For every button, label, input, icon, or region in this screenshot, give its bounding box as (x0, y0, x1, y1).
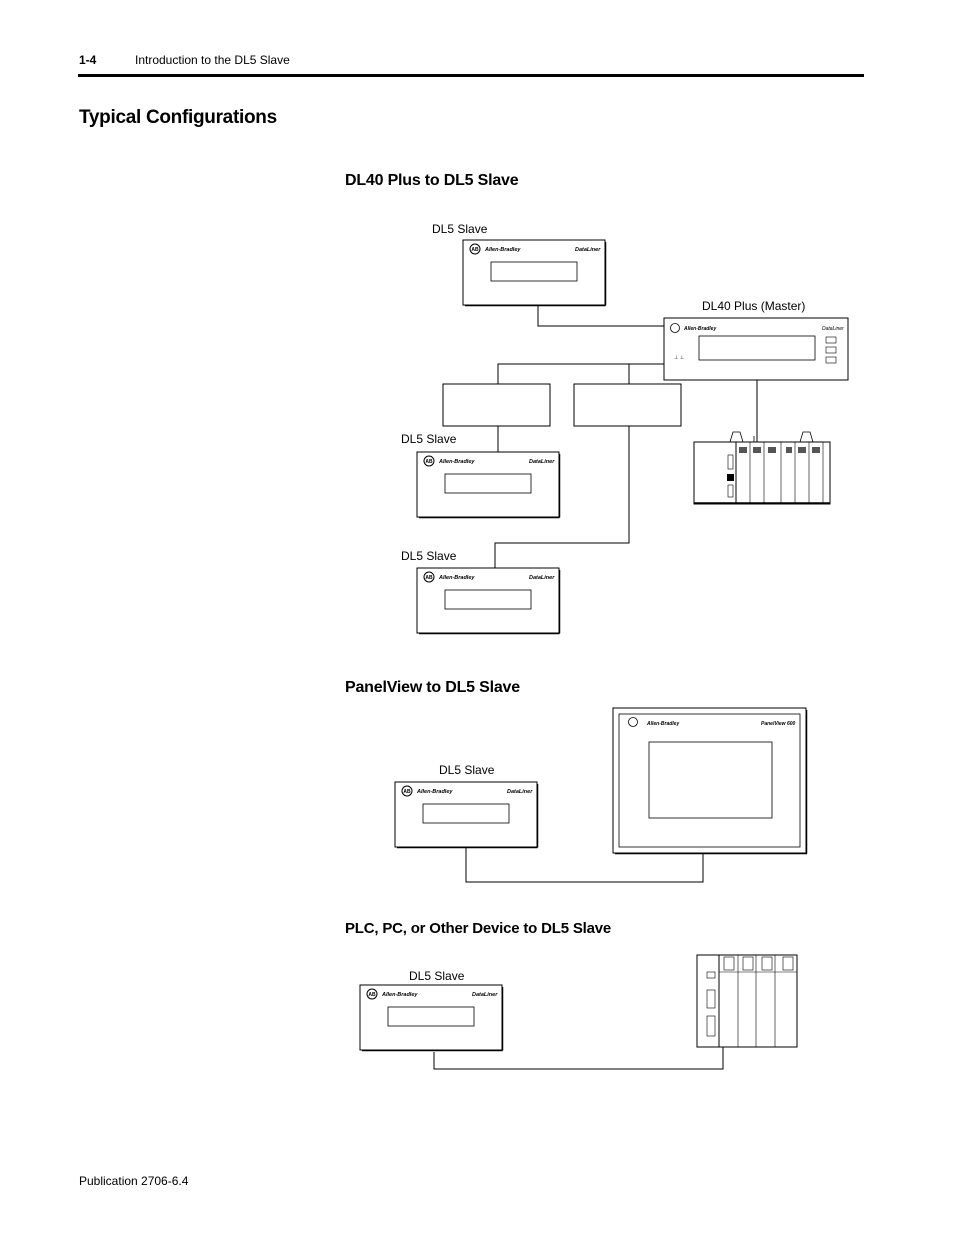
dl5-slave-device-plc (359, 984, 504, 1052)
cable-slave-to-master (537, 306, 664, 327)
master-brand-text: Allen-Bradley (683, 326, 716, 332)
junction-box-right (573, 383, 682, 427)
junction-box-left (442, 383, 551, 427)
bus-line (497, 363, 664, 384)
header-rule (78, 74, 864, 77)
cable-panelview-to-slave (465, 848, 704, 883)
label-dl5-slave-plc: DL5 Slave (409, 969, 465, 983)
master-dataliner-text: DataLiner (822, 326, 844, 332)
page-number: 1-4 (79, 53, 97, 67)
config-title-plc: PLC, PC, or Other Device to DL5 Slave (345, 920, 612, 937)
slc-plc-rack (693, 431, 831, 505)
label-dl5-slave-panelview: DL5 Slave (439, 763, 495, 777)
label-dl5-slave-mid: DL5 Slave (401, 432, 457, 446)
dl5-slave-device-low (416, 567, 561, 635)
config-title-panelview: PanelView to DL5 Slave (345, 679, 520, 696)
label-dl5-slave-top: DL5 Slave (432, 222, 488, 236)
publication-number: Publication 2706-6.4 (79, 1174, 189, 1188)
panelview-terminal: Allen-Bradley PanelView 600 (612, 707, 808, 855)
panelview-model-text: PanelView 600 (761, 721, 795, 727)
dl40-plus-master-device: Allen-Bradley DataLiner ⊥ ⊥ (663, 317, 849, 381)
svg-text:⊥ ⊥: ⊥ ⊥ (674, 355, 684, 361)
label-dl5-slave-low: DL5 Slave (401, 549, 457, 563)
dl5-slave-device-panelview (394, 781, 539, 849)
plc-chassis (696, 954, 798, 1048)
section-title: Typical Configurations (79, 107, 277, 128)
dl5-slave-device-top (462, 239, 607, 307)
config-title-dl40: DL40 Plus to DL5 Slave (345, 172, 519, 189)
label-dl40-master: DL40 Plus (Master) (702, 299, 806, 313)
cable-plc-to-slave (433, 1047, 724, 1070)
dl5-slave-device-mid (416, 451, 561, 519)
panelview-brand-text: Allen-Bradley (646, 721, 679, 727)
chapter-title: Introduction to the DL5 Slave (135, 53, 290, 67)
